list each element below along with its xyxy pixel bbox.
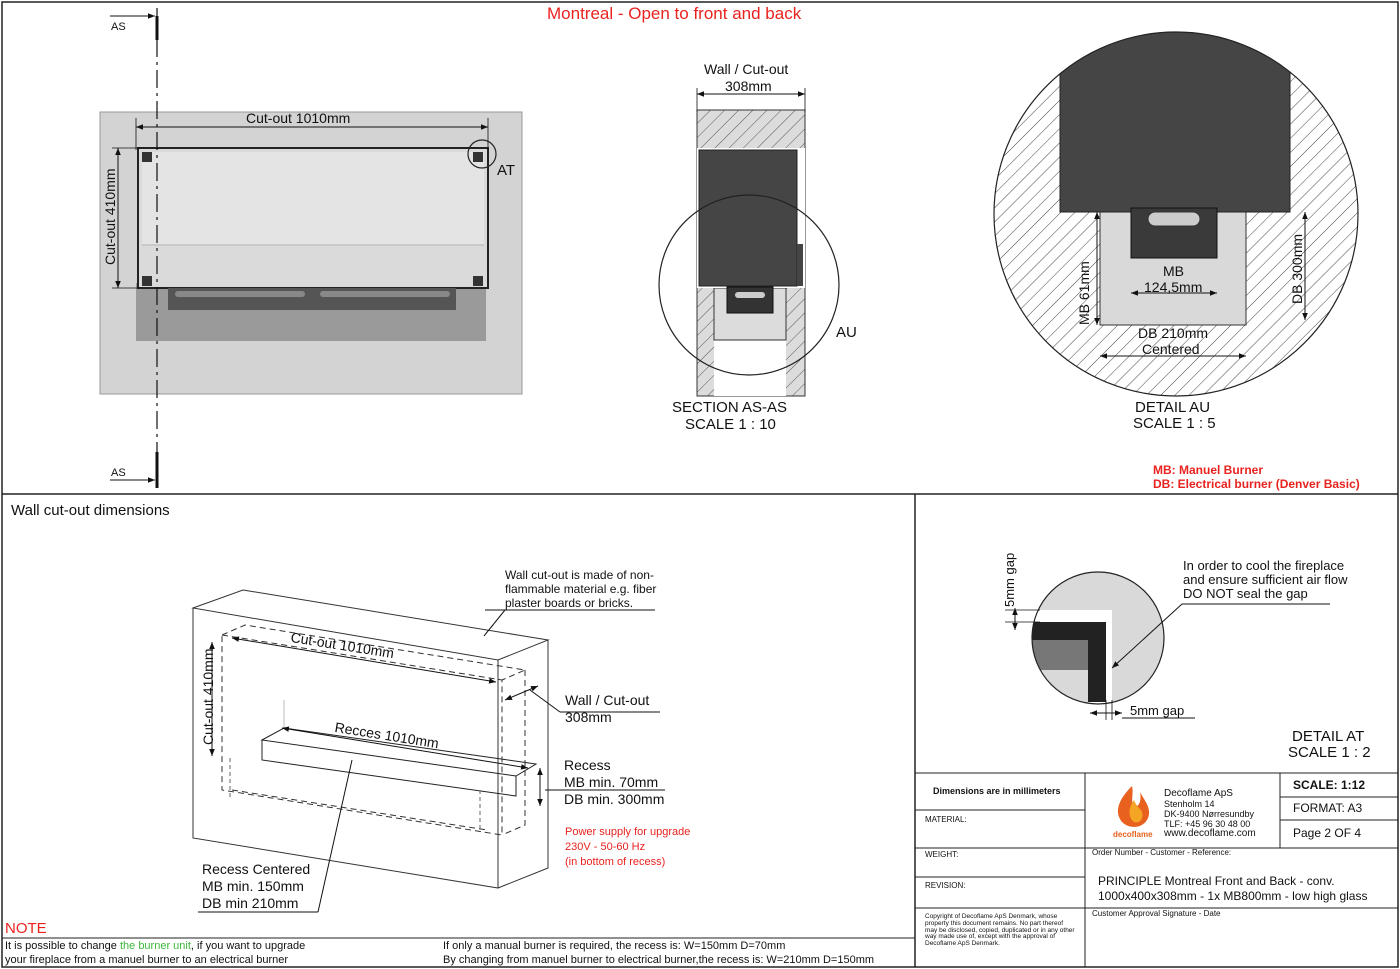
- tb-product-line-2: 1000x400x308mm - 1x MB800mm - low high g…: [1098, 889, 1368, 903]
- tb-scale: SCALE: 1:12: [1293, 778, 1366, 792]
- au-scale: SCALE 1 : 5: [1133, 415, 1216, 432]
- section-wall-label: Wall / Cut-out: [704, 61, 789, 77]
- wall-section-heading: Wall cut-out dimensions: [11, 502, 170, 519]
- tb-company: Decoflame ApS: [1164, 788, 1233, 799]
- au-mb-label: MB: [1163, 263, 1184, 279]
- au-centered: Centered: [1142, 341, 1200, 357]
- tb-format: FORMAT: A3: [1293, 801, 1363, 815]
- decoflame-logo: [1117, 786, 1150, 827]
- tb-approval-label: Customer Approval Signature - Date: [1092, 909, 1221, 918]
- tb-phone: TLF: +45 96 30 48 00: [1164, 819, 1251, 829]
- section-scale: SCALE 1 : 10: [685, 416, 776, 433]
- section-wall-value: 308mm: [725, 78, 772, 94]
- at-gap-horizontal: 5mm gap: [1130, 703, 1185, 718]
- au-db-height: DB 300mm: [1289, 233, 1305, 304]
- tb-product-line-1: PRINCIPLE Montreal Front and Back - conv…: [1098, 874, 1335, 888]
- front-cutout-height: Cut-out 410mm: [102, 168, 118, 265]
- recess-db: DB min. 300mm: [564, 791, 665, 807]
- material-line-3: plaster boards or bricks.: [505, 596, 634, 610]
- material-line-1: Wall cut-out is made of non-: [505, 568, 654, 582]
- iso-cutout-height: Cut-out 410mm: [200, 648, 216, 745]
- detail-marker-at: AT: [497, 162, 516, 179]
- tb-street: Stenholm 14: [1164, 799, 1215, 809]
- drawing-title: Montreal - Open to front and back: [547, 4, 802, 23]
- tb-material-label: MATERIAL:: [925, 815, 967, 824]
- wall-cutout-isometric: [191, 589, 665, 913]
- power-line-2: 230V - 50-60 Hz: [565, 841, 646, 853]
- section-marker-bottom: AS: [111, 467, 126, 479]
- iso-wall-value: 308mm: [565, 709, 612, 725]
- legend-db: DB: Electrical burner (Denver Basic): [1153, 477, 1360, 491]
- tb-weight-label: WEIGHT:: [925, 850, 959, 859]
- at-scale: SCALE 1 : 2: [1288, 744, 1371, 761]
- section-marker-top: AS: [111, 21, 126, 33]
- at-caption: DETAIL AT: [1292, 728, 1365, 745]
- note-right-line-1: If only a manual burner is required, the…: [443, 940, 786, 952]
- au-db-width: DB 210mm: [1138, 325, 1209, 341]
- tb-dimensions-note: Dimensions are in millimeters: [933, 786, 1061, 796]
- recess-centered-mb: MB min. 150mm: [202, 878, 304, 894]
- tb-copyright: Copyright of Decoflame ApS Denmark, whos…: [925, 913, 1075, 948]
- front-cutout-width: Cut-out 1010mm: [246, 110, 351, 126]
- at-note-line-2: and ensure sufficient air flow: [1183, 572, 1348, 587]
- section-caption: SECTION AS-AS: [672, 399, 788, 416]
- recess-mb: MB min. 70mm: [564, 774, 659, 790]
- power-line-3: (in bottom of recess): [565, 856, 666, 868]
- au-caption: DETAIL AU: [1135, 399, 1211, 416]
- tb-web: www.decoflame.com: [1164, 828, 1256, 839]
- au-mb-value: 124,5mm: [1144, 279, 1203, 295]
- iso-wall-label: Wall / Cut-out: [565, 692, 650, 708]
- tb-order-label: Order Number - Customer - Reference:: [1092, 848, 1232, 857]
- power-line-1: Power supply for upgrade: [565, 826, 691, 838]
- note-heading: NOTE: [5, 920, 47, 937]
- au-mb-height: MB 61mm: [1076, 261, 1092, 325]
- detail-au-view: [993, 31, 1359, 397]
- front-view: [99, 111, 523, 395]
- recess-title: Recess: [564, 757, 611, 773]
- at-note-line-1: In order to cool the fireplace: [1183, 558, 1345, 573]
- section-line-as: [110, 8, 159, 488]
- tb-city: DK-9400 Nørresundby: [1164, 809, 1255, 819]
- material-line-2: flammable material e.g. fiber: [505, 582, 657, 596]
- detail-marker-au: AU: [836, 324, 857, 341]
- recess-centered-title: Recess Centered: [202, 861, 311, 877]
- at-gap-vertical: 5mm gap: [1002, 552, 1017, 607]
- legend-mb: MB: Manuel Burner: [1153, 463, 1264, 477]
- tb-page: Page 2 OF 4: [1293, 826, 1362, 840]
- note-right-line-2: By changing from manuel burner to electr…: [443, 954, 875, 966]
- note-left-line-2: your fireplace from a manuel burner to a…: [5, 954, 289, 966]
- at-note-line-3: DO NOT seal the gap: [1183, 586, 1308, 601]
- section-view: [658, 88, 840, 397]
- recess-centered-db: DB min 210mm: [202, 895, 299, 911]
- tb-revision-label: REVISION:: [925, 881, 966, 890]
- note-left-line-1: It is possible to change the burner unit…: [5, 940, 306, 952]
- title-block-grid: [914, 772, 1399, 968]
- detail-at-view: [1005, 571, 1330, 720]
- tb-logo-text: decoflame: [1113, 830, 1153, 839]
